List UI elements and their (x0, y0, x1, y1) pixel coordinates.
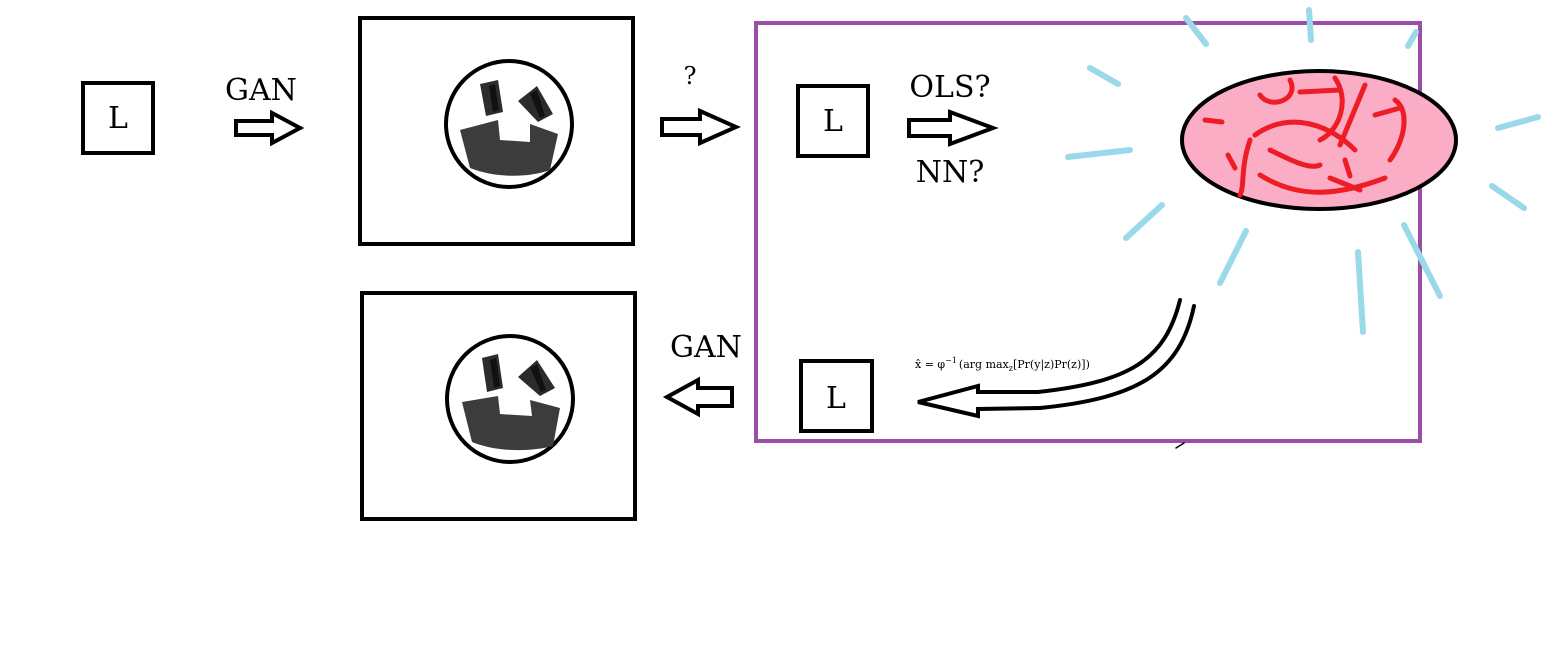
unknown-mapping-label: ? (684, 62, 697, 90)
latent-mapping-frame (754, 21, 1422, 443)
ols-label: OLS? (909, 70, 990, 105)
nn-label: NN? (916, 155, 985, 190)
smiley-face-icon (445, 334, 575, 464)
latent-box-estimated: L (799, 359, 874, 433)
arrow-right-icon (234, 109, 305, 147)
latent-box-label: L (826, 381, 846, 416)
reconstructed-image-bottom (360, 291, 637, 521)
generated-image-top (358, 16, 635, 246)
rays-icon (1065, 7, 1541, 335)
map-estimate-formula: x̂ = φ−1(arg maxz[Pr(y|z)Pr(z)]) (915, 356, 1090, 373)
latent-box-label: L (108, 101, 128, 136)
arrow-right-icon (660, 107, 741, 147)
latent-box-predicted: L (796, 84, 870, 158)
curved-arrow-icon (917, 298, 1196, 449)
latent-box-input: L (81, 81, 155, 155)
latent-box-label: L (823, 104, 843, 139)
arrow-left-icon (662, 376, 734, 418)
smiley-face-icon (444, 59, 574, 189)
arrow-right-icon (907, 109, 999, 147)
gan-forward-label: GAN (225, 73, 297, 108)
latent-space-blob-icon (1180, 69, 1458, 211)
gan-backward-label: GAN (670, 330, 742, 365)
